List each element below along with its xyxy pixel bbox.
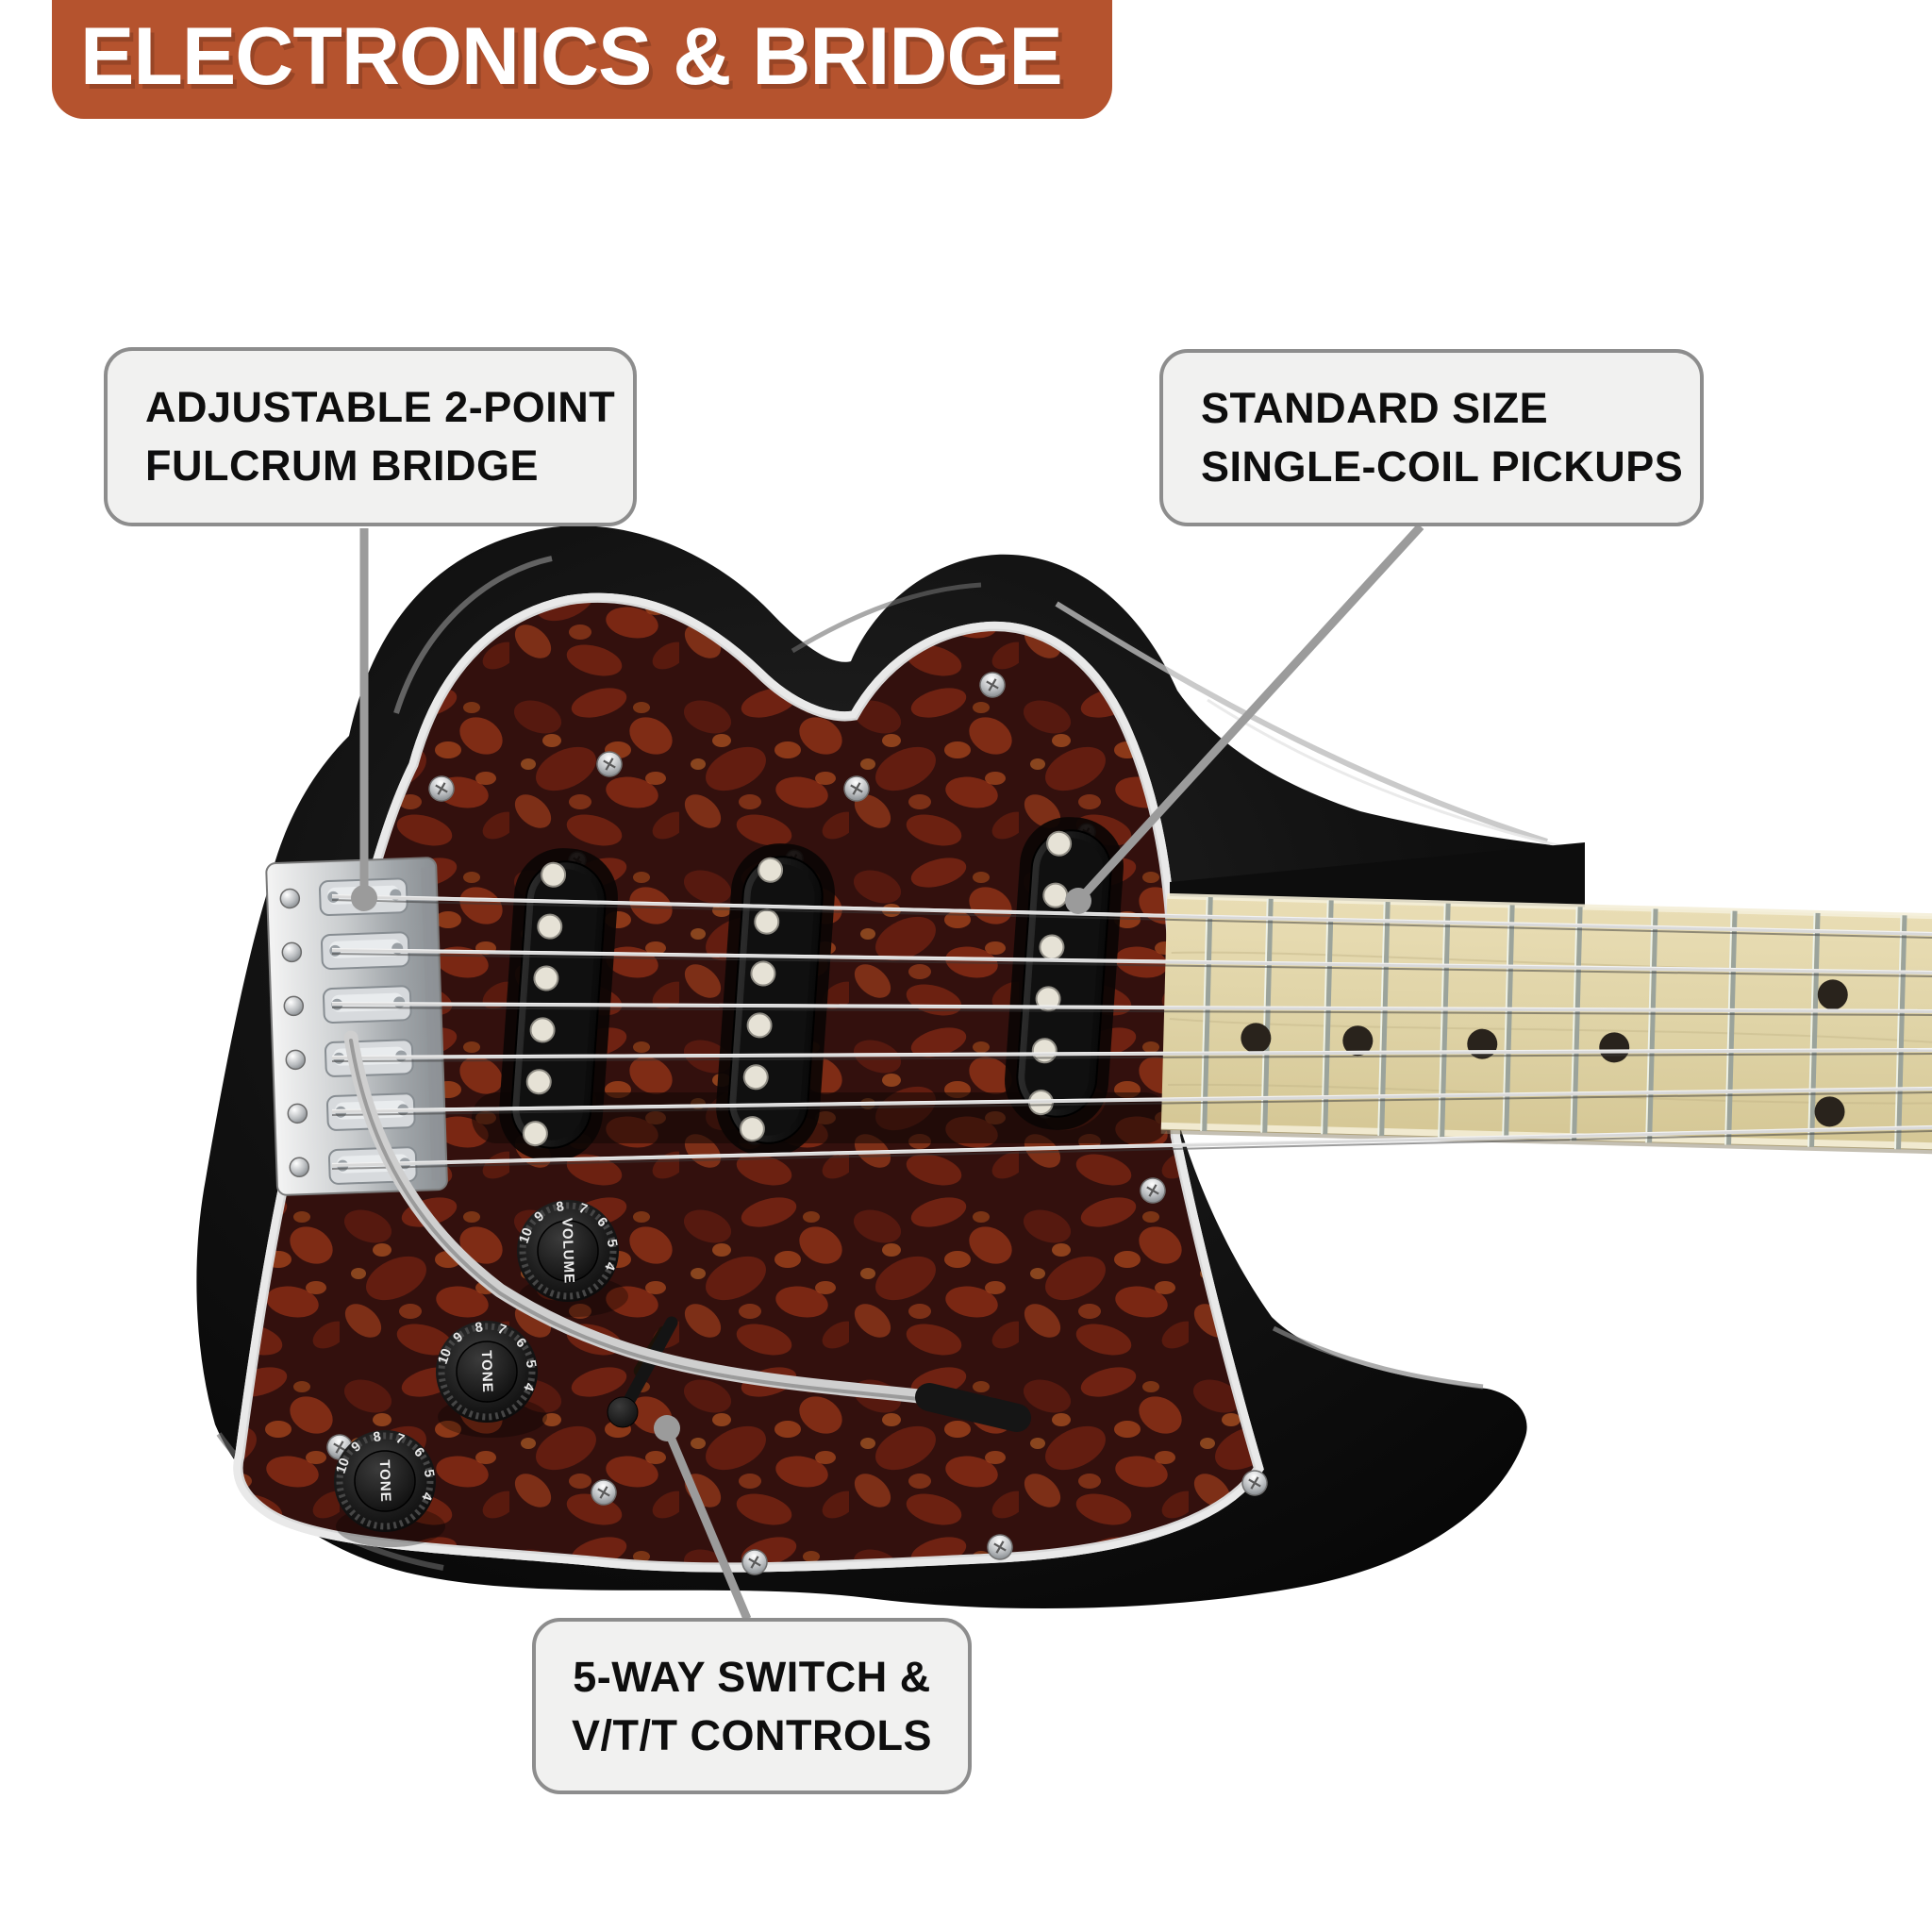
page-title: ELECTRONICS & BRIDGE bbox=[80, 10, 1063, 102]
callout-bridge: ADJUSTABLE 2-POINT FULCRUM BRIDGE bbox=[104, 347, 637, 526]
screw-icon bbox=[1140, 1177, 1166, 1204]
screw-icon bbox=[741, 1549, 768, 1575]
screw-icon bbox=[979, 672, 1006, 698]
leader-line-pickups bbox=[1065, 523, 1424, 914]
middle-pickup bbox=[716, 843, 835, 1157]
svg-text:TONE: TONE bbox=[376, 1459, 394, 1503]
callout-bridge-line2: FULCRUM BRIDGE bbox=[145, 441, 539, 490]
screw-icon bbox=[843, 775, 870, 802]
svg-text:5: 5 bbox=[523, 1358, 539, 1369]
svg-text:10: 10 bbox=[517, 1226, 537, 1246]
screw-icon bbox=[591, 1479, 617, 1506]
callout-pickups-line1: STANDARD SIZE bbox=[1201, 384, 1549, 432]
callout-pickups: STANDARD SIZE SINGLE-COIL PICKUPS bbox=[1159, 349, 1704, 526]
svg-text:10: 10 bbox=[334, 1457, 354, 1476]
leader-line-bridge bbox=[351, 528, 377, 911]
svg-text:8: 8 bbox=[555, 1199, 565, 1215]
svg-text:10: 10 bbox=[436, 1347, 456, 1367]
callout-bridge-line1: ADJUSTABLE 2-POINT bbox=[145, 383, 616, 431]
svg-text:5: 5 bbox=[421, 1468, 437, 1478]
screw-icon bbox=[987, 1534, 1013, 1560]
header-banner: ELECTRONICS & BRIDGE bbox=[52, 0, 1112, 119]
callout-controls: 5-WAY SWITCH & V/T/T CONTROLS bbox=[532, 1618, 972, 1794]
svg-text:VOLUME: VOLUME bbox=[558, 1218, 576, 1285]
tremolo-arm bbox=[343, 1030, 1031, 1432]
strings bbox=[331, 893, 1932, 1170]
svg-text:8: 8 bbox=[372, 1429, 382, 1445]
fretboard bbox=[1160, 895, 1932, 1151]
callout-controls-line2: V/T/T CONTROLS bbox=[572, 1710, 932, 1759]
callout-pickups-line2: SINGLE-COIL PICKUPS bbox=[1201, 442, 1684, 491]
screw-icon bbox=[1241, 1470, 1268, 1496]
pole-pieces bbox=[522, 861, 567, 1147]
body-gloss-highlight bbox=[393, 556, 553, 714]
screw-icon bbox=[596, 751, 623, 777]
screw-icon bbox=[428, 775, 455, 802]
svg-text:TONE: TONE bbox=[478, 1350, 496, 1393]
leader-line-controls bbox=[654, 1415, 752, 1621]
svg-text:8: 8 bbox=[474, 1320, 484, 1336]
callout-controls-line1: 5-WAY SWITCH & bbox=[573, 1652, 931, 1701]
neck-pickup bbox=[1005, 817, 1124, 1130]
tremolo-arm-tip bbox=[915, 1383, 1031, 1432]
neck bbox=[1160, 892, 1932, 1155]
svg-text:5: 5 bbox=[604, 1238, 620, 1248]
